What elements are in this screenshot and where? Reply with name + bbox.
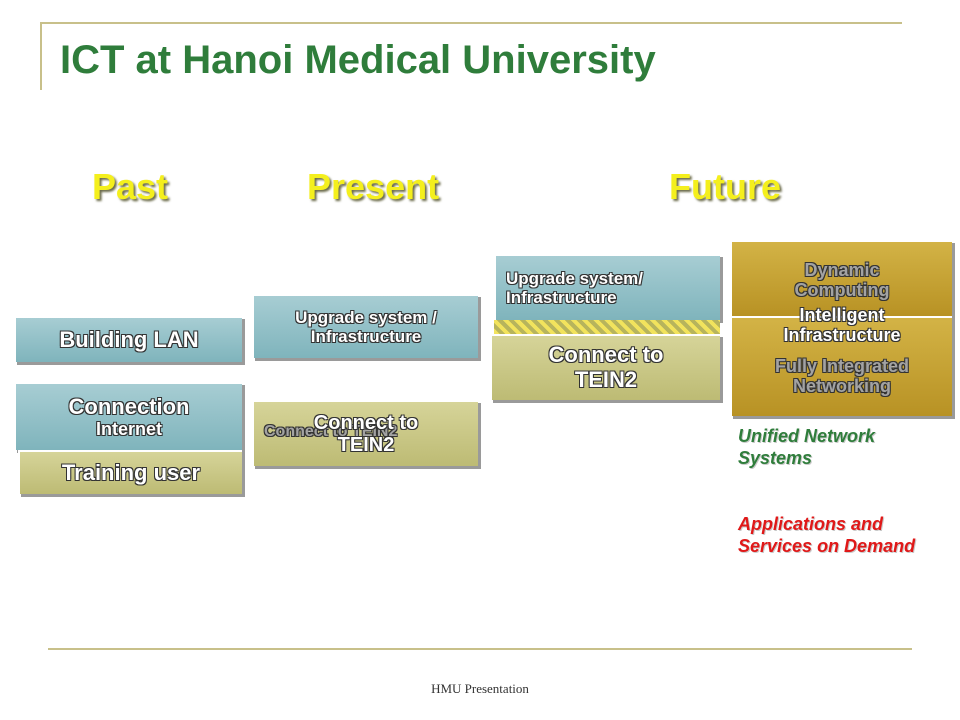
heading-present: Present <box>307 166 440 207</box>
bottom-rule <box>48 648 912 650</box>
slide-title: ICT at Hanoi Medical University <box>60 38 656 82</box>
box-building-lan: Building LAN <box>14 316 242 362</box>
present-upgrade-label: Upgrade system / Infrastructure <box>295 307 437 346</box>
box-fully-integrated-networking: Fully Integrated Networking <box>730 316 952 416</box>
box-training-user: Training user <box>18 450 242 494</box>
fully-integrated-networking-label: Fully Integrated Networking <box>774 355 909 396</box>
future-hatch-band <box>494 320 720 334</box>
heading-future: Future <box>669 166 781 207</box>
box-present-connect-tein2: Connect to TEIN2 Connect to TEIN2 <box>252 400 478 466</box>
present-connect-tein2-label: Connect to TEIN2 <box>313 411 419 456</box>
box-present-upgrade: Upgrade system / Infrastructure <box>252 294 478 358</box>
box-dynamic-computing: Dynamic Computing <box>730 240 952 316</box>
left-rule <box>40 22 42 90</box>
box-connection: Connection Internet <box>14 382 242 450</box>
footer-text: HMU Presentation <box>431 681 529 696</box>
training-user-label: Training user <box>61 459 201 485</box>
note-unified-network: Unified Network Systems <box>738 426 876 468</box>
building-lan-label: Building LAN <box>59 326 199 352</box>
box-future-upgrade: Upgrade system/ Infrastructure <box>494 254 720 320</box>
present-connect-tein2-ghost: Connect to TEIN2 <box>264 423 398 440</box>
box-future-connect-tein2: Connect to TEIN2 <box>490 334 720 400</box>
heading-past: Past <box>92 166 169 207</box>
intelligent-infrastructure-label: Intelligent Infrastructure <box>783 305 901 346</box>
top-rule <box>40 22 902 24</box>
connection-label: Connection <box>68 393 190 419</box>
dynamic-computing-label: Dynamic Computing <box>794 260 890 301</box>
note-applications: Applications and Services on Demand <box>738 514 916 556</box>
future-connect-tein2-label: Connect to TEIN2 <box>548 342 664 392</box>
internet-label: Internet <box>95 419 162 440</box>
future-upgrade-label: Upgrade system/ Infrastructure <box>506 268 643 307</box>
